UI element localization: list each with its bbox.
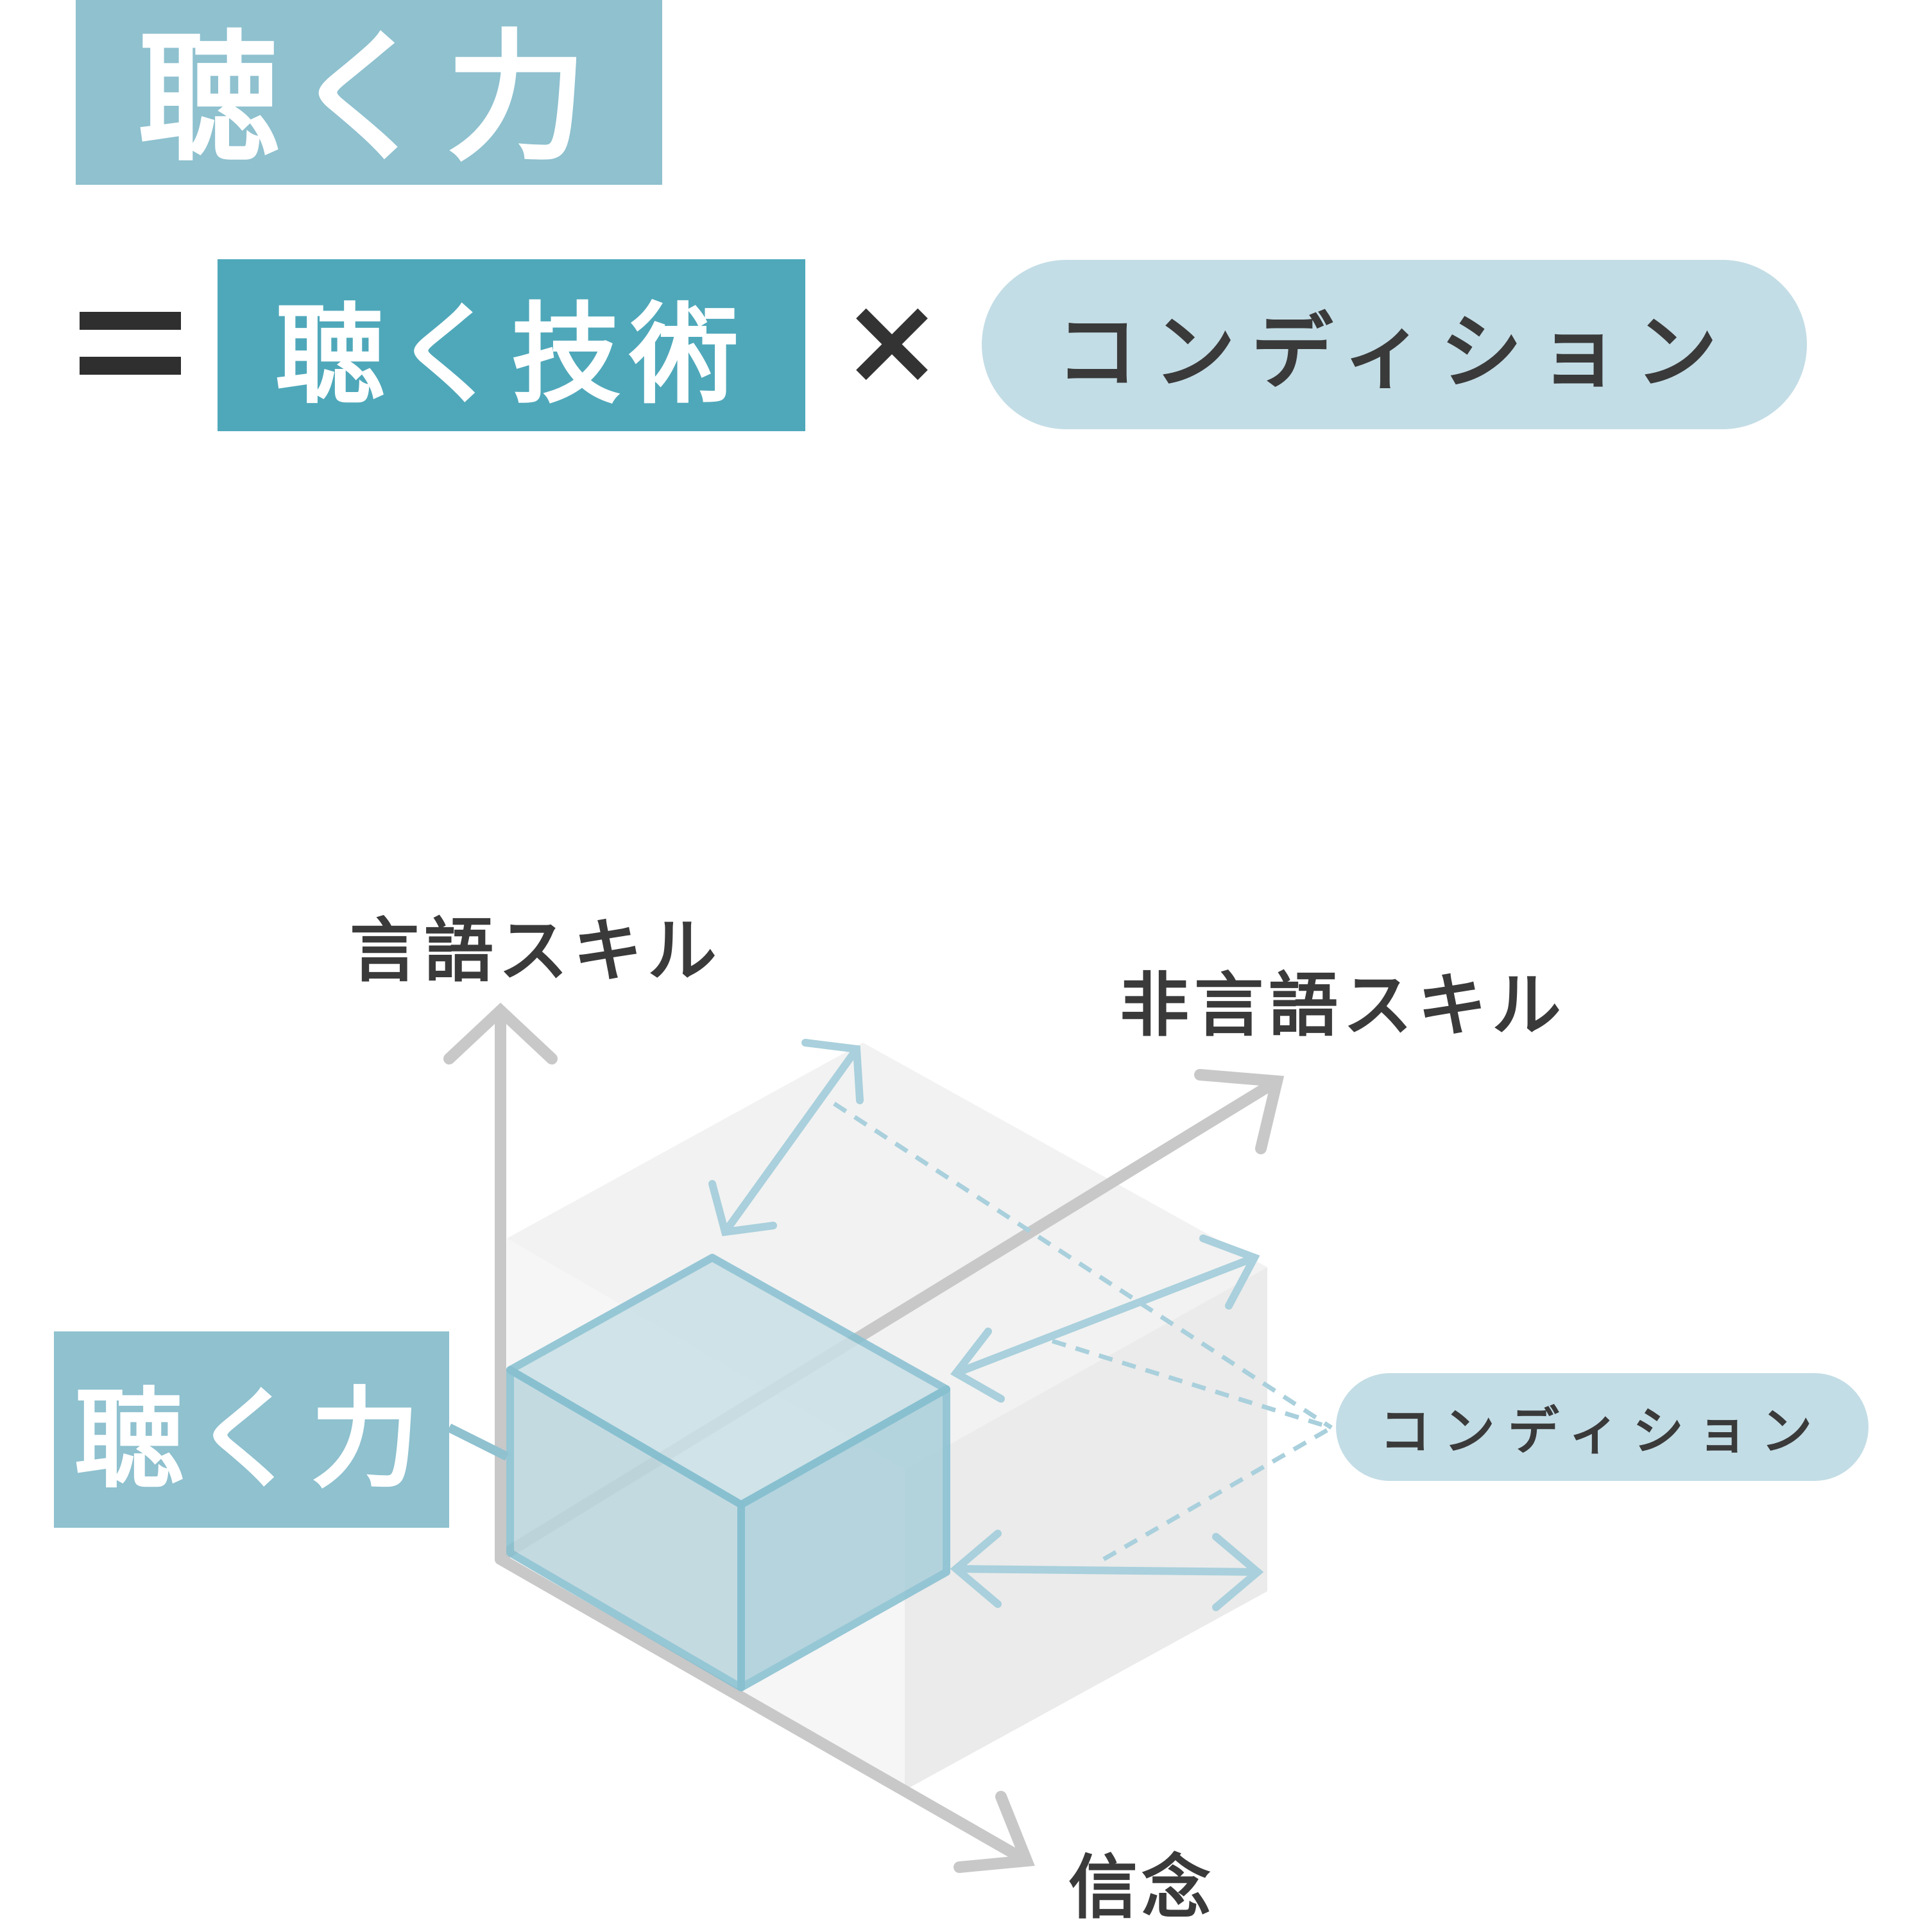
multiply-sign: × — [841, 269, 943, 411]
condition-label-pill: コンディション — [1336, 1373, 1869, 1481]
axis-verbal-arrowhead-icon — [443, 1002, 558, 1064]
inner-cube — [506, 1254, 950, 1691]
arrow-top-head-a-icon — [801, 1039, 864, 1104]
arrow-bottom-head-a-icon — [1212, 1533, 1264, 1611]
listening-technique-box: 聴く技術 — [218, 259, 805, 431]
condition-label-text: コンディション — [1379, 1401, 1826, 1461]
arrow-top-line — [721, 1045, 860, 1236]
condition-pill: コンディション — [982, 260, 1807, 429]
axis-nonverbal-label: 非言語スキル — [1120, 966, 1567, 1046]
arrow-right-line — [952, 1254, 1258, 1377]
condition-arrows — [708, 1039, 1264, 1611]
arrow-bottom-head-b-icon — [950, 1530, 1002, 1608]
axis-nonverbal-arrowhead-icon — [1194, 1069, 1285, 1154]
arrow-bottom-line — [952, 1565, 1262, 1576]
axis-belief-line — [495, 1553, 1032, 1867]
axis-belief-arrowhead-icon — [954, 1791, 1035, 1873]
cube-listening-power-label: 聴く力 — [54, 1331, 449, 1528]
technique-text: 聴く技術 — [275, 292, 748, 419]
equals-sign-icon — [80, 312, 181, 382]
arrow-top-head-b-icon — [708, 1180, 777, 1236]
listening-power-title: 聴く力 — [76, 0, 662, 185]
arrow-right-head-a-icon — [1199, 1235, 1260, 1310]
arrow-right-head-b-icon — [950, 1328, 1005, 1403]
axis-belief-label: 信念 — [1068, 1848, 1215, 1928]
title-text: 聴く力 — [137, 16, 600, 180]
cube-label-connector — [447, 1423, 509, 1461]
cube-label-text: 聴く力 — [74, 1376, 429, 1503]
axis-verbal-label: 言語スキル — [350, 911, 723, 991]
condition-dashed-lines — [833, 1102, 1333, 1562]
condition-text: コンディション — [1056, 304, 1733, 400]
